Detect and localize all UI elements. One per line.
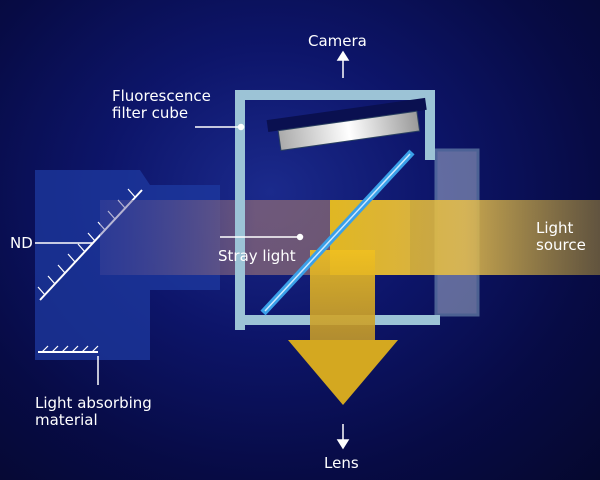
downward-beam — [310, 250, 375, 340]
absorbing-label-2: material — [35, 411, 98, 429]
lens-label: Lens — [324, 454, 359, 472]
lens-direction-arrowhead — [288, 340, 398, 405]
nd-label: ND — [10, 234, 33, 252]
camera-label: Camera — [308, 32, 367, 50]
emission-filter — [266, 97, 427, 152]
stray-light-label: Stray light — [218, 247, 296, 265]
light-source-label-1: Light — [536, 219, 574, 237]
filter-cube-label-1: Fluorescence — [112, 87, 211, 105]
filter-cube-label-2: filter cube — [112, 104, 189, 122]
light-source-label-2: source — [536, 236, 586, 254]
absorbing-label-1: Light absorbing — [35, 394, 152, 412]
